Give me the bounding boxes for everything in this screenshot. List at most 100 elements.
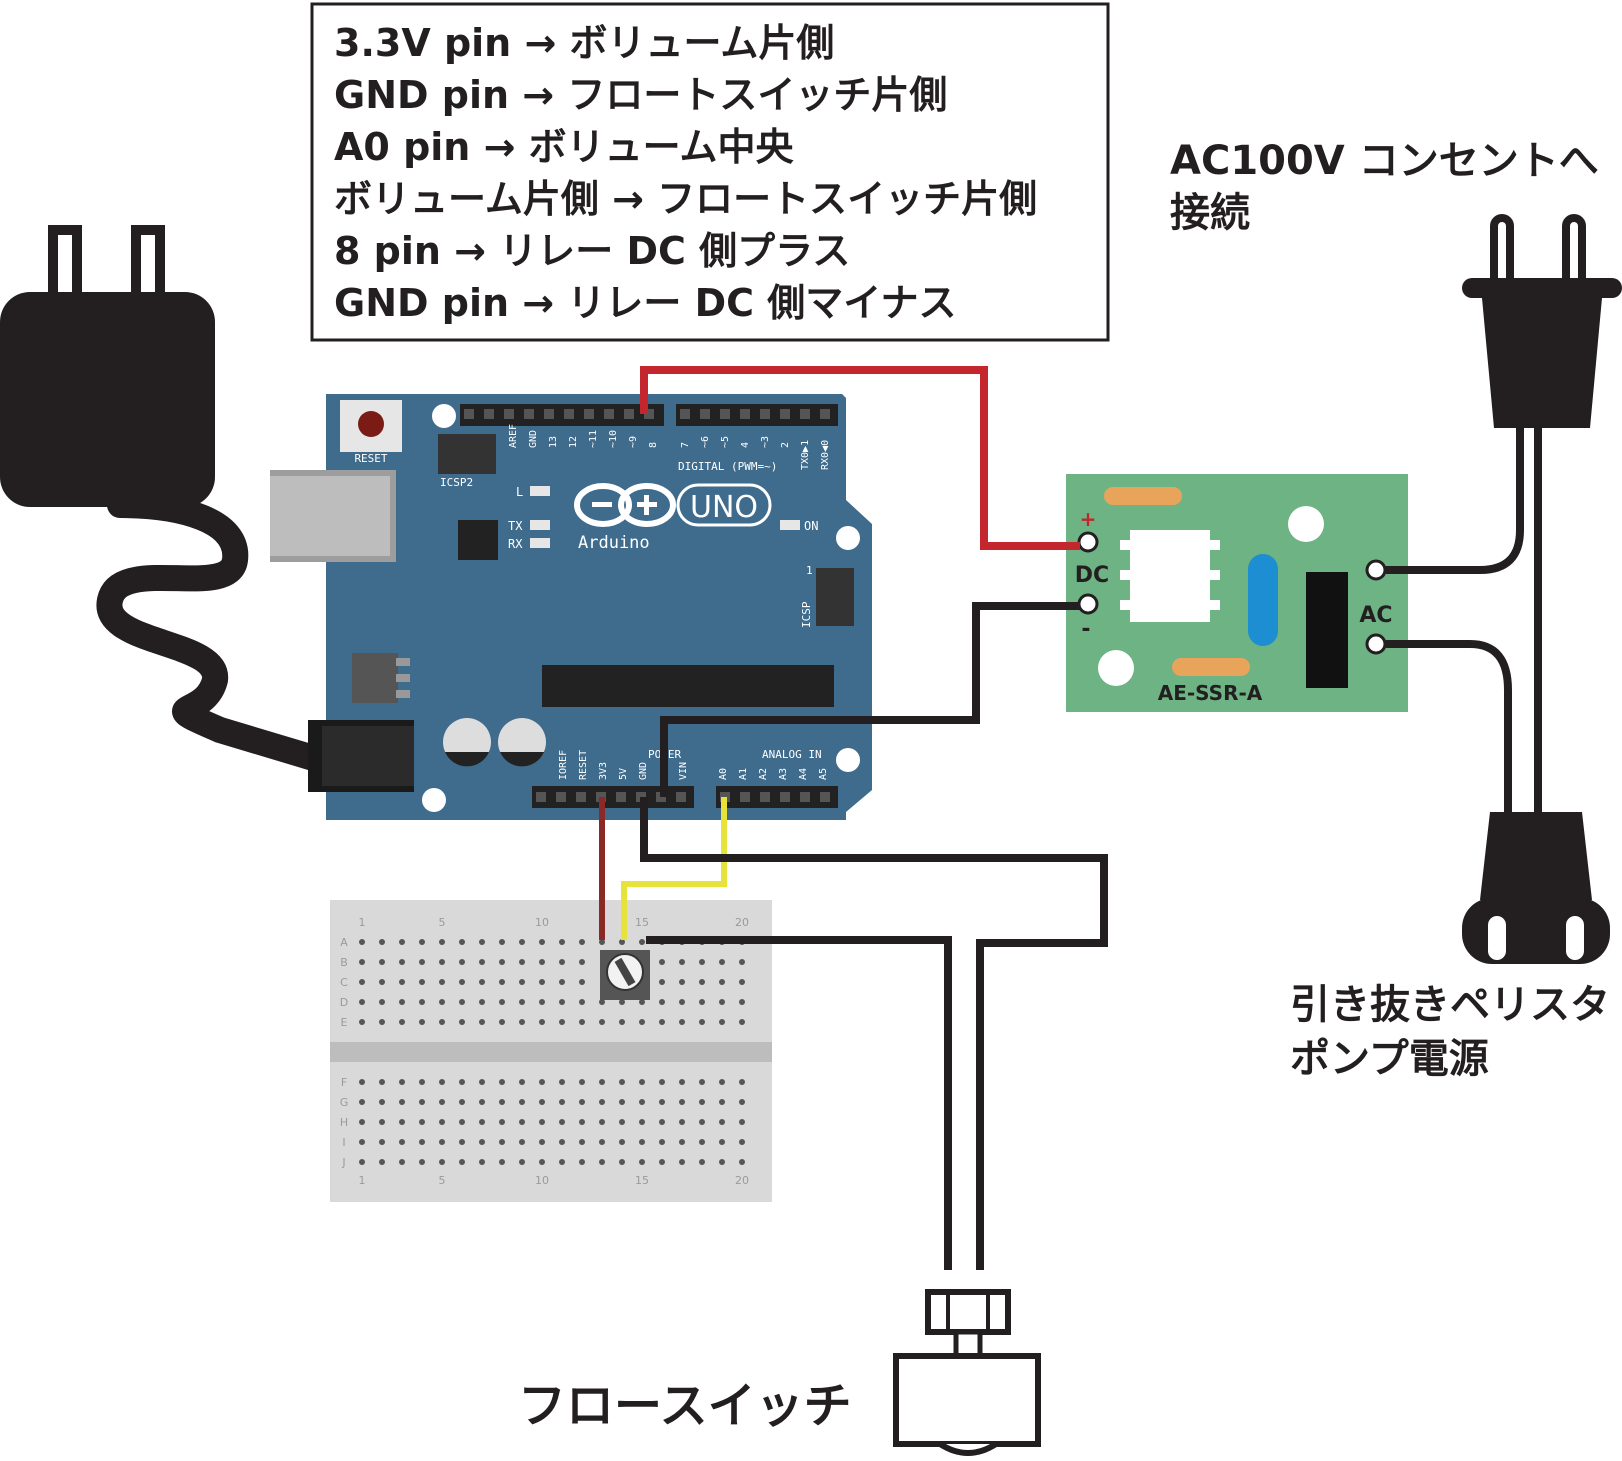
header-pin [604, 409, 614, 419]
breadboard-hole [619, 1119, 625, 1125]
breadboard-hole [579, 1139, 585, 1145]
breadboard-hole [699, 1119, 705, 1125]
breadboard-hole [739, 1159, 745, 1165]
mount-hole [836, 526, 860, 550]
breadboard-hole [639, 939, 645, 945]
header-pin [760, 409, 770, 419]
breadboard-hole [699, 1099, 705, 1105]
breadboard-hole [479, 1119, 485, 1125]
pin-label-tx: TX0▶1 [800, 440, 811, 470]
breadboard-hole [679, 1019, 685, 1025]
breadboard-hole [479, 979, 485, 985]
breadboard-hole [659, 999, 665, 1005]
analog-header [716, 786, 838, 808]
breadboard-hole [599, 1139, 605, 1145]
pin-label-13: 13 [548, 436, 559, 448]
header-pin [676, 792, 686, 802]
breadboard-hole [739, 1079, 745, 1085]
breadboard-hole [499, 1139, 505, 1145]
bb-row-a: A [340, 936, 348, 949]
breadboard-hole [699, 1079, 705, 1085]
note-line-3: A0 pin → ボリューム中央 [334, 125, 795, 169]
breadboard-hole [559, 1019, 565, 1025]
ac-terminal-1 [1365, 559, 1387, 581]
breadboard: 1 5 10 15 20 1 5 10 15 20 A B C D E F G … [330, 900, 772, 1202]
breadboard-hole [539, 1099, 545, 1105]
reset-label: RESET [354, 452, 387, 465]
pin-label-5: ~5 [720, 436, 731, 448]
wire-ac-plug-1 [1386, 420, 1524, 574]
bb-row-d: D [340, 996, 348, 1009]
wires [599, 366, 1542, 1270]
breadboard-hole [539, 939, 545, 945]
breadboard-hole [379, 1119, 385, 1125]
breadboard-hole [719, 1159, 725, 1165]
breadboard-hole [399, 1079, 405, 1085]
icsp2-label: ICSP2 [440, 476, 473, 489]
breadboard-hole [599, 1159, 605, 1165]
breadboard-hole [439, 1159, 445, 1165]
breadboard-hole [539, 959, 545, 965]
breadboard-hole [379, 1079, 385, 1085]
breadboard-hole [459, 959, 465, 965]
pump-power-socket [1462, 812, 1610, 964]
dc-plus-terminal [1077, 531, 1099, 553]
breadboard-hole [519, 1119, 525, 1125]
wire-gnd-dc-minus [660, 602, 1080, 797]
header-pin [820, 792, 830, 802]
header-pin [680, 409, 690, 419]
breadboard-hole [359, 959, 365, 965]
breadboard-hole [679, 1139, 685, 1145]
led-tx [530, 520, 550, 530]
breadboard-hole [659, 1159, 665, 1165]
breadboard-hole [359, 1079, 365, 1085]
breadboard-hole [519, 1079, 525, 1085]
bb-col-15-bottom: 15 [635, 1174, 649, 1187]
header-pin [700, 409, 710, 419]
ac-label: AC [1359, 603, 1392, 628]
led-l [530, 486, 550, 496]
bb-row-b: B [340, 956, 348, 969]
breadboard-hole [539, 999, 545, 1005]
breadboard-hole [699, 1019, 705, 1025]
ac-outlet-label-2: 接続 [1170, 190, 1250, 236]
breadboard-hole [559, 1159, 565, 1165]
breadboard-hole [419, 939, 425, 945]
breadboard-hole [619, 939, 625, 945]
breadboard-hole [419, 959, 425, 965]
breadboard-hole [619, 999, 625, 1005]
led-rx [530, 538, 550, 548]
header-pin [720, 409, 730, 419]
bb-col-20-bottom: 20 [735, 1174, 749, 1187]
power-adapter-9v: 9V [0, 225, 333, 773]
header-pin [484, 409, 494, 419]
pin-label-gnd: GND [528, 430, 539, 448]
breadboard-hole [359, 1099, 365, 1105]
breadboard-hole [579, 1099, 585, 1105]
breadboard-hole [479, 1019, 485, 1025]
header-pin [760, 792, 770, 802]
relay-name: AE-SSR-A [1158, 681, 1263, 705]
mcu-chip [542, 665, 834, 707]
pin-label-9: ~9 [628, 436, 639, 448]
breadboard-hole [639, 1099, 645, 1105]
mount-hole [432, 404, 456, 428]
breadboard-hole [359, 1119, 365, 1125]
pump-label-1: 引き抜きペリスタ [1290, 982, 1610, 1028]
breadboard-hole [479, 939, 485, 945]
bb-row-j: J [341, 1156, 345, 1169]
breadboard-holes [359, 939, 745, 1165]
breadboard-hole [579, 1119, 585, 1125]
header-pin [564, 409, 574, 419]
breadboard-hole [499, 979, 505, 985]
note-line-4: ボリューム片側 → フロートスイッチ片側 [334, 177, 1037, 221]
power-analog-pin-holes [536, 792, 830, 802]
breadboard-hole [379, 1139, 385, 1145]
icsp-pin1-label: 1 [806, 564, 813, 577]
breadboard-hole [499, 959, 505, 965]
wire-pot-float-switch [646, 936, 952, 1270]
breadboard-hole [399, 939, 405, 945]
breadboard-hole [719, 1019, 725, 1025]
note-line-1: 3.3V pin → ボリューム片側 [334, 21, 834, 65]
mount-hole [1098, 650, 1134, 686]
